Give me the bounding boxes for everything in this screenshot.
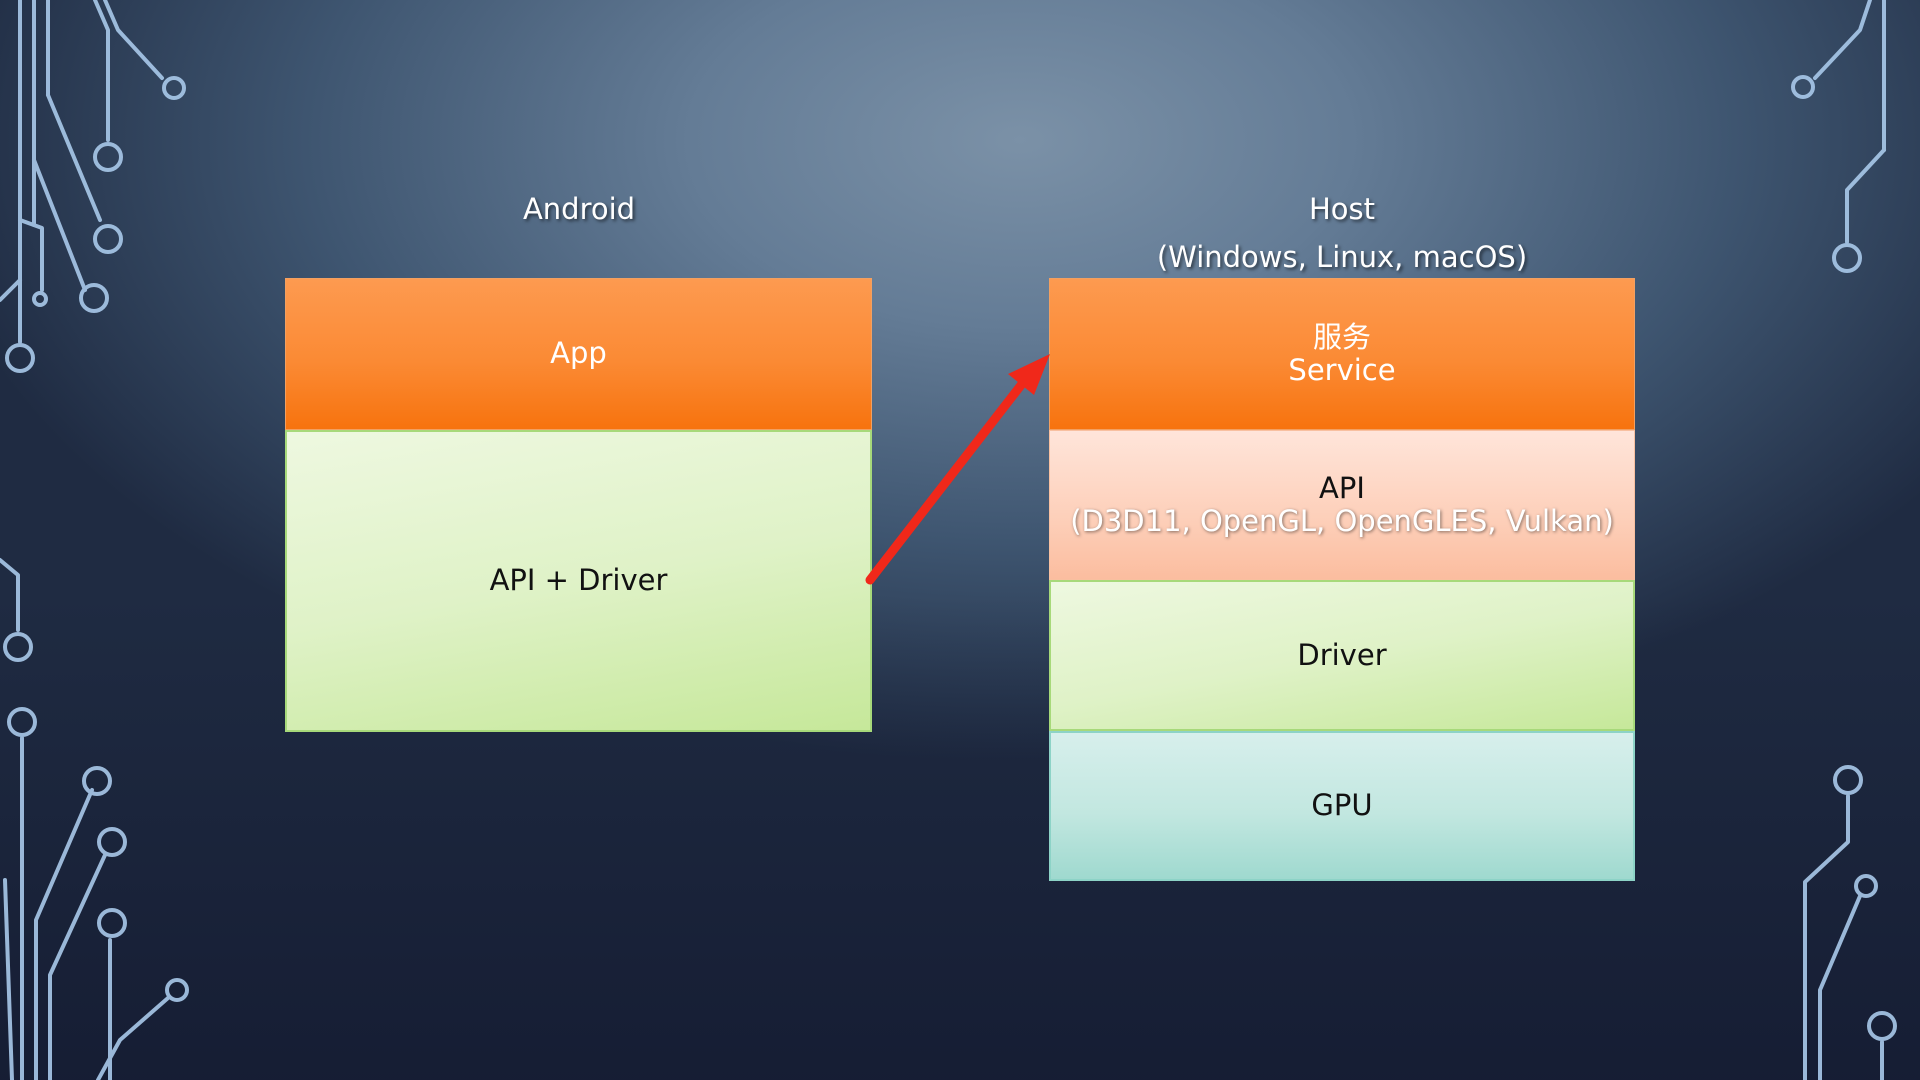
host-api-label: API <box>1319 470 1365 505</box>
host-gpu-label: GPU <box>1311 788 1373 823</box>
android-title: Android <box>522 192 636 226</box>
host-subtitle: (Windows, Linux, macOS) <box>1156 240 1528 274</box>
host-gpu-block: GPU <box>1049 731 1635 881</box>
host-service-en-label: Service <box>1288 353 1396 387</box>
host-driver-label: Driver <box>1297 637 1387 672</box>
host-title: Host <box>1308 192 1376 226</box>
host-service-block: 服务 Service <box>1049 278 1635 430</box>
android-api-driver-label: API + Driver <box>489 563 668 598</box>
host-api-detail: (D3D11, OpenGL, OpenGLES, Vulkan) <box>1070 504 1614 538</box>
host-driver-block: Driver <box>1049 580 1635 731</box>
host-api-block: API (D3D11, OpenGL, OpenGLES, Vulkan) <box>1049 430 1635 580</box>
android-app-block: App <box>285 278 872 430</box>
host-service-cn-label: 服务 <box>1312 319 1371 354</box>
android-app-label: App <box>550 336 607 371</box>
android-api-driver-block: API + Driver <box>285 430 872 732</box>
